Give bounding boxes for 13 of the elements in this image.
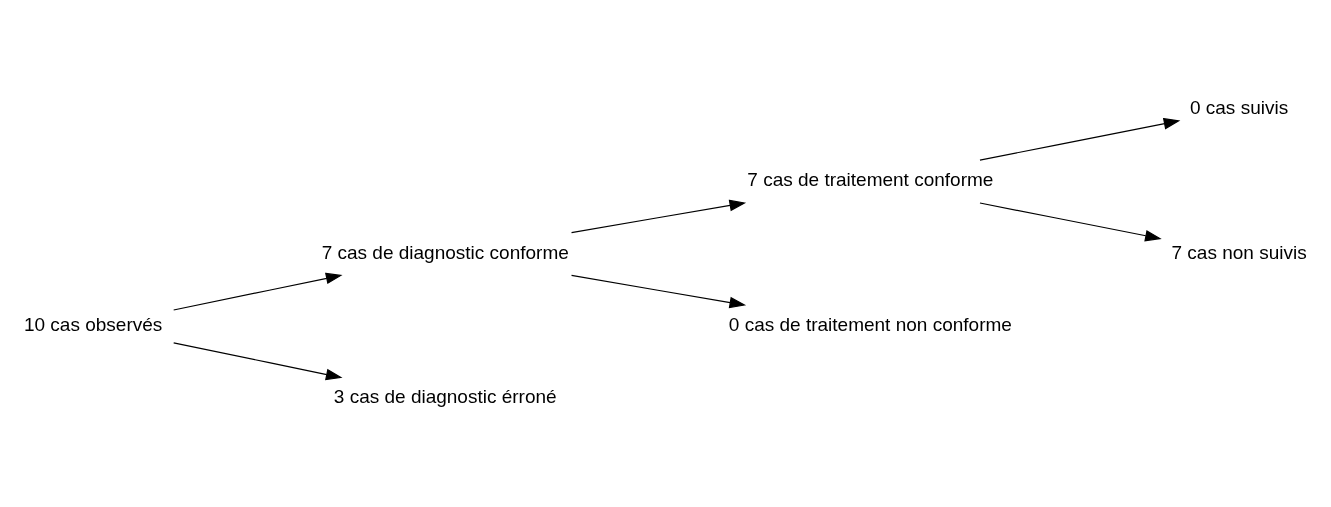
arrow <box>979 117 1181 161</box>
node-text: 10 cas observés <box>23 313 163 335</box>
node-text: 0 cas de traitement non conforme <box>728 313 1012 335</box>
arrow <box>173 341 343 380</box>
node-text: 7 cas de traitement conforme <box>747 168 994 190</box>
arrow <box>979 201 1162 241</box>
arrow <box>570 199 747 233</box>
node-text: 7 cas de diagnostic conforme <box>321 241 569 263</box>
node-text: 7 cas non suivis <box>1171 241 1307 263</box>
node-text: 3 cas de diagnostic érroné <box>333 385 557 407</box>
arrow <box>570 274 747 308</box>
arrow <box>173 272 343 311</box>
node-text: 0 cas suivis <box>1189 96 1289 118</box>
